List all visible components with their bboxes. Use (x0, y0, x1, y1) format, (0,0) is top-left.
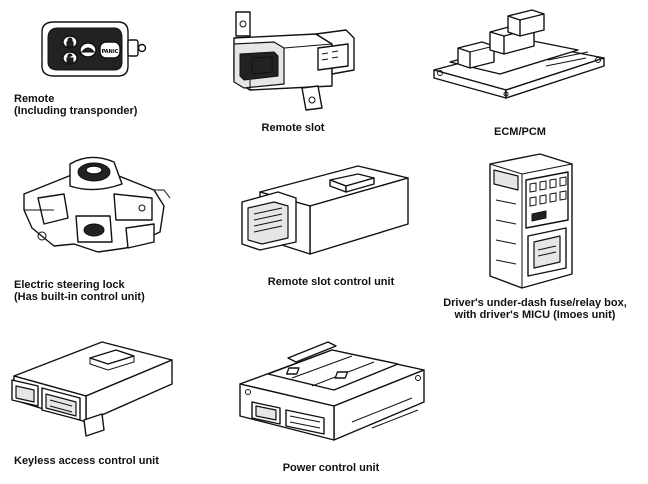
remote-slot-control-unit-label: Remote slot control unit (267, 276, 395, 288)
electric-steering-lock-illustration (14, 150, 174, 266)
keyless-access-control-unit-label: Keyless access control unit (14, 455, 159, 467)
panic-text: PANIC (102, 49, 119, 55)
drivers-fuse-relay-box-illustration (476, 150, 586, 294)
remote-illustration: PANIC (28, 14, 148, 84)
remote-slot-illustration (222, 8, 362, 120)
ecm-pcm-label: ECM/PCM (494, 126, 546, 138)
ecm-pcm-illustration (428, 9, 608, 110)
electric-steering-lock-label: Electric steering lock (Has built-in con… (14, 279, 145, 303)
drivers-fuse-relay-box-label: Driver's under-dash fuse/relay box, with… (443, 297, 627, 321)
remote-slot-label: Remote slot (261, 122, 325, 134)
keyless-access-control-unit-illustration (8, 330, 178, 442)
remote-label: Remote (Including transponder) (14, 93, 138, 117)
power-control-unit-illustration (232, 332, 432, 456)
power-control-unit-label: Power control unit (282, 462, 380, 474)
remote-slot-control-unit-illustration (238, 162, 418, 262)
